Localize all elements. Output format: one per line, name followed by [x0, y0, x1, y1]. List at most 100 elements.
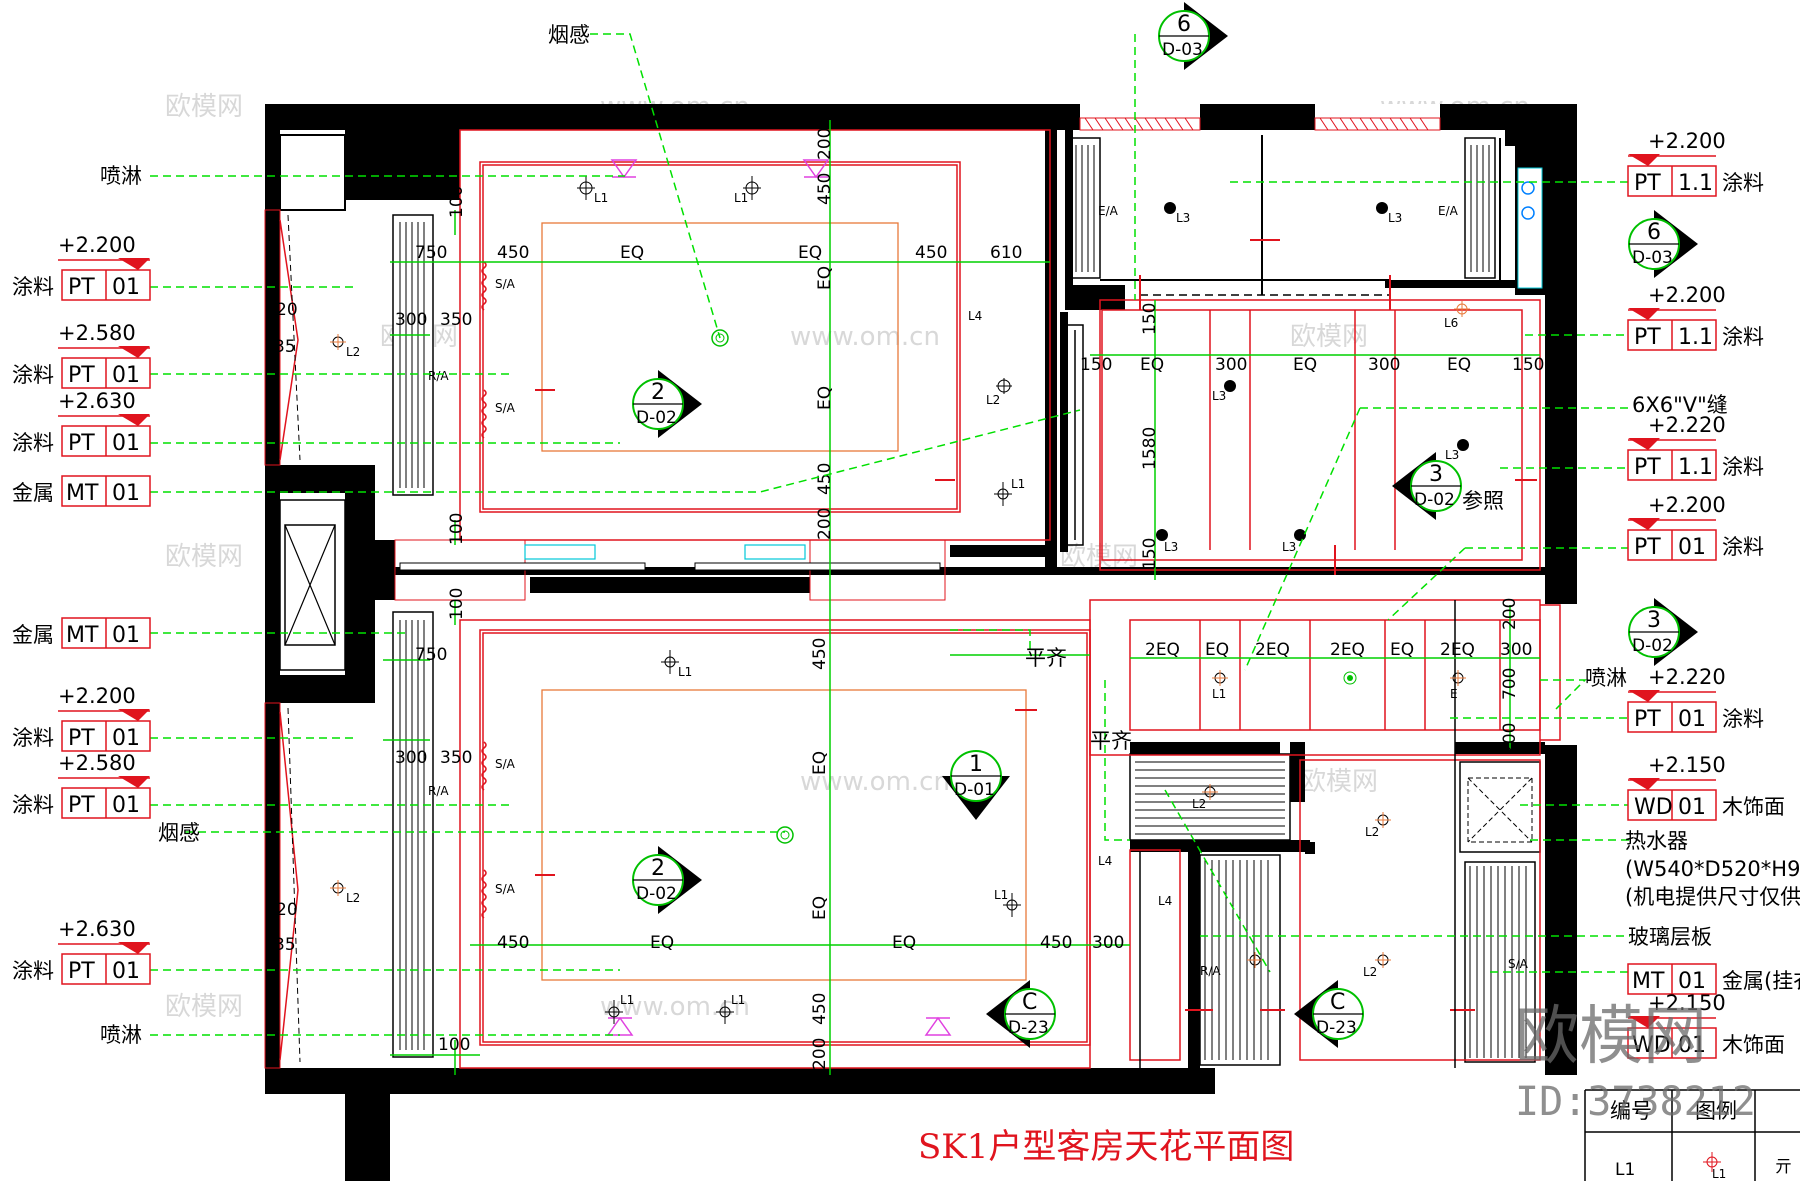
svg-text:2: 2	[651, 380, 665, 405]
dim-20: 20	[276, 300, 298, 320]
section-callout: 1 D-01	[942, 750, 1010, 820]
downlight-icon: L2	[330, 334, 360, 359]
material-tag: +2.150 WD 01 木饰面	[1627, 753, 1785, 821]
downlight-icon: L1	[994, 888, 1021, 917]
note-smoke-detector: 烟感	[158, 821, 200, 845]
downlight-icon: E	[1450, 670, 1466, 701]
section-callout: 3 D-02	[1392, 452, 1462, 520]
label-ra: R/A	[428, 784, 449, 798]
level-label: +2.220	[1648, 665, 1726, 689]
watermark-text: 欧模网	[165, 542, 243, 572]
note-water-heater: 热水器	[1625, 829, 1688, 853]
drawing-title: SK1户型客房天花平面图	[918, 1127, 1294, 1167]
downlight-icon: L1	[661, 650, 692, 679]
level-label: +2.200	[58, 684, 136, 708]
label-sa: S/A	[495, 401, 516, 415]
level-label: +2.630	[58, 917, 136, 941]
dim-450: 450	[815, 463, 835, 495]
svg-text:L1: L1	[1212, 687, 1226, 701]
svg-text:C: C	[1330, 990, 1345, 1015]
legend-header-symbol: 图例	[1695, 1099, 1737, 1123]
bottom-room-ceiling	[392, 611, 1091, 1069]
material-code: PT	[68, 363, 95, 388]
svg-text:L1: L1	[734, 191, 748, 205]
material-code: PT	[1634, 325, 1661, 350]
material-code: PT	[1634, 707, 1661, 732]
label-sa: S/A	[495, 882, 516, 896]
dim-eq: EQ	[892, 933, 916, 953]
note-align: 平齐	[1090, 729, 1132, 753]
svg-text:L3: L3	[1445, 448, 1459, 462]
dim-100: 100	[447, 588, 467, 620]
material-code: PT	[68, 431, 95, 456]
material-num: 01	[1678, 969, 1706, 994]
section-callout: 3 D-02	[1628, 598, 1698, 666]
material-num: 1.1	[1678, 455, 1713, 480]
dim-300: 300	[1215, 355, 1247, 375]
material-num: 01	[1678, 707, 1706, 732]
dim-2eq: 2EQ	[1255, 640, 1290, 660]
dim-300: 300	[1368, 355, 1400, 375]
svg-text:D-23: D-23	[1316, 1018, 1357, 1038]
material-code: WD	[1632, 1033, 1671, 1058]
bathroom-ceiling	[1060, 130, 1545, 575]
right-material-tags: +2.200 PT 1.1 涂料 +2.200 PT 1.1 涂料 6X6"V"…	[1625, 129, 1800, 1059]
material-code: WD	[1634, 795, 1673, 820]
downlight-icon: L3	[1156, 529, 1178, 554]
material-tag: +2.200 PT 1.1 涂料	[1627, 283, 1764, 351]
svg-text:L3: L3	[1176, 211, 1190, 225]
material-prefix: 金属	[12, 623, 54, 647]
level-label: +2.200	[1648, 129, 1726, 153]
material-suffix: 木饰面	[1722, 1033, 1785, 1057]
material-num: 01	[1678, 1033, 1706, 1058]
dim-100: 100	[447, 186, 467, 218]
downlight-icon: L3	[1445, 439, 1469, 462]
downlight-icon: L3	[1376, 202, 1402, 225]
level-label: +2.150	[1648, 753, 1726, 777]
downlight-icon: L1	[1212, 670, 1228, 701]
svg-text:D-02: D-02	[636, 884, 677, 904]
section-callout: 6 D-03	[1158, 2, 1228, 70]
dim-450: 450	[1040, 933, 1072, 953]
watermark-url: www.om.cn	[800, 767, 950, 797]
watermark-id: ID:3738212	[1515, 1079, 1756, 1125]
dim-750: 750	[415, 243, 447, 263]
smoke-detector-icon	[776, 826, 794, 844]
svg-text:L3: L3	[1164, 540, 1178, 554]
material-num: 01	[112, 726, 140, 751]
watermark-text: 欧模网	[1290, 322, 1368, 352]
material-tag: +2.200 PT 01 涂料	[1627, 493, 1764, 561]
dim-eq: EQ	[1447, 355, 1471, 375]
svg-text:L3: L3	[1388, 211, 1402, 225]
material-suffix: 涂料	[1722, 455, 1764, 479]
downlight-icon: L2	[330, 880, 360, 905]
section-callout: C D-23	[986, 980, 1056, 1048]
dim-450: 450	[810, 638, 830, 670]
dim-100: 100	[447, 513, 467, 545]
dim-eq: EQ	[810, 896, 830, 920]
label-ra: R/A	[1200, 964, 1221, 978]
svg-text:L1: L1	[731, 993, 745, 1007]
svg-text:L2: L2	[1365, 825, 1379, 839]
material-code: PT	[68, 726, 95, 751]
material-tag: +2.630 涂料 PT 01	[12, 917, 151, 985]
light-fixtures: L1 L1 L2 L2 L1 L3 L3 L3 L3 L3 L3 L6 L1 L…	[330, 176, 1470, 1024]
section-callouts: 6 D-03 6 D-03 2 D-02 3 D-02	[632, 2, 1698, 1048]
left-material-tags: 喷淋 +2.200 涂料 PT 01 +2.580 涂料 PT 01 +2.63…	[12, 164, 200, 1047]
note-smoke-detector: 烟感	[548, 23, 590, 47]
dim-450: 450	[810, 993, 830, 1025]
svg-text:L2: L2	[346, 345, 360, 359]
dim-eq: EQ	[1293, 355, 1317, 375]
material-tag: +2.200 PT 1.1 涂料	[1627, 129, 1764, 197]
material-tag: +2.220 PT 1.1 涂料	[1627, 413, 1764, 481]
note-sprinkler: 喷淋	[1585, 666, 1627, 690]
watermark-text: 欧模网	[165, 92, 243, 122]
dim-610: 610	[990, 243, 1022, 263]
leader-lines	[150, 33, 1630, 1036]
material-code: PT	[1634, 171, 1661, 196]
dim-150: 150	[1512, 355, 1544, 375]
section-callout: 2 D-02	[632, 846, 702, 914]
material-tag: +2.580 涂料 PT 01	[12, 321, 151, 389]
svg-text:D-03: D-03	[1162, 40, 1203, 60]
